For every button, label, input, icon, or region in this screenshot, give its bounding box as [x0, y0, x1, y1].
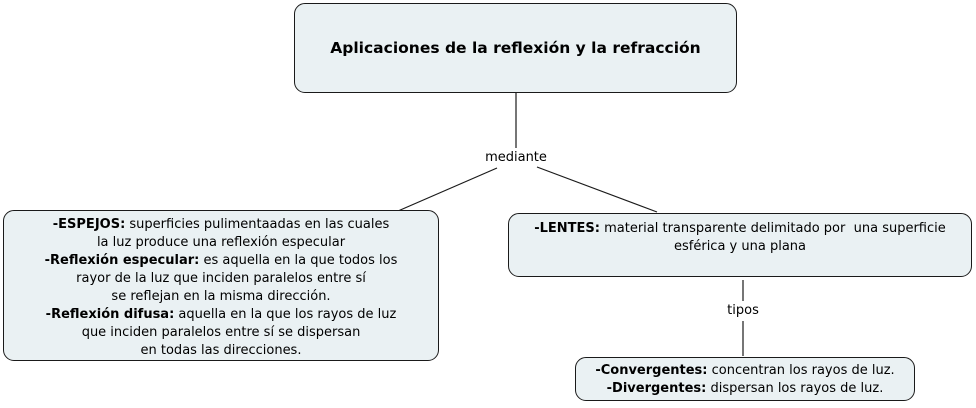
node-text-line: -LENTES: material transparente delimitad… [534, 221, 946, 236]
concept-node-tipos-lentes[interactable]: -Convergentes: concentran los rayos de l… [575, 357, 915, 401]
node-text-line: -Convergentes: concentran los rayos de l… [595, 362, 895, 378]
node-text-line: Aplicaciones de la reflexión y la refrac… [330, 39, 701, 57]
node-text-line: rayor de la luz que inciden paralelos en… [76, 271, 366, 286]
connector-mediante-to-lentes [536, 166, 658, 213]
connector-mediante-to-espejos [397, 167, 498, 212]
node-text-line: en todas las direcciones. [140, 343, 302, 358]
node-text-line: -Reflexión difusa: aquella en la que los… [45, 307, 397, 322]
node-text-line: la luz produce una reflexión especular [96, 235, 346, 250]
node-text-line: que inciden paralelos entre sí se disper… [81, 325, 361, 340]
concept-node-title[interactable]: Aplicaciones de la reflexión y la refrac… [294, 3, 737, 93]
node-text-line: -Divergentes: dispersan los rayos de luz… [606, 380, 884, 396]
node-text-line: esférica y una plana [674, 239, 806, 254]
link-label-mediante[interactable]: mediante [466, 150, 566, 166]
node-text-line: -ESPEJOS: superficies pulimentaadas en l… [52, 217, 390, 232]
concept-node-espejos[interactable]: -ESPEJOS: superficies pulimentaadas en l… [3, 210, 439, 361]
concept-node-lentes[interactable]: -LENTES: material transparente delimitad… [508, 213, 972, 277]
link-label-tipos[interactable]: tipos [703, 303, 783, 319]
node-text-line: se reflejan en la misma dirección. [111, 289, 331, 304]
node-text-line: -Reflexión especular: es aquella en la q… [44, 253, 398, 268]
